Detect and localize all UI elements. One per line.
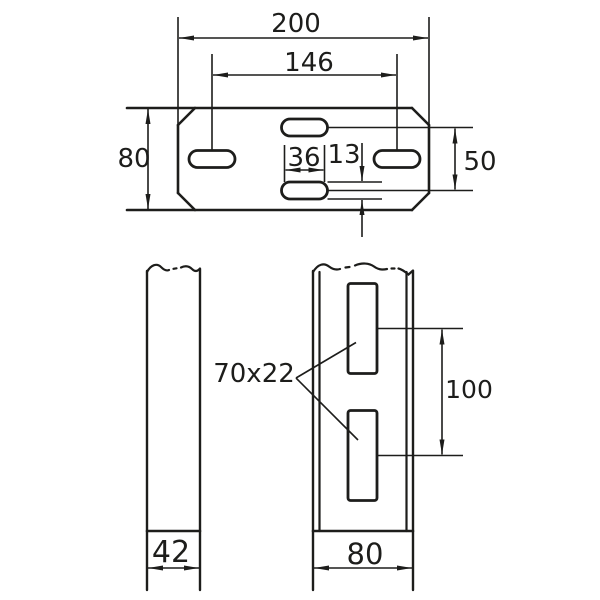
dim-middle-slot-spacing: 50 <box>327 126 497 192</box>
dim-slot-spacing: 100 <box>377 327 493 457</box>
dim-total-width: 200 <box>177 9 430 125</box>
label-slot-size: 70x22 <box>213 341 359 441</box>
side-view-bar: 42 <box>145 263 202 592</box>
dim-outer-slot-spacing: 146 <box>211 48 398 151</box>
dim-bar-depth: 42 <box>148 535 199 571</box>
channel-break-line <box>311 262 415 276</box>
plate-slot-top-middle <box>280 117 329 138</box>
dim-200-label: 200 <box>271 9 321 39</box>
dim-13-label: 13 <box>327 140 360 170</box>
leader-upper-slot <box>295 341 357 379</box>
plate-chamfer-bottom-right <box>410 191 431 212</box>
channel-slot-lower <box>346 409 379 502</box>
plate-slot-bottom-middle <box>280 180 329 201</box>
slot-size-label: 70x22 <box>213 359 295 389</box>
leader-lower-slot <box>295 377 359 441</box>
dim-146-label: 146 <box>284 48 334 78</box>
dim-100-label: 100 <box>445 375 493 404</box>
dim-80b-label: 80 <box>347 537 384 571</box>
plate-slot-right <box>372 149 422 169</box>
channel-slot-upper <box>346 282 379 375</box>
plate-slot-left <box>187 149 237 169</box>
dim-50-label: 50 <box>463 147 496 177</box>
dim-slot-width: 13 <box>327 140 382 237</box>
dim-42-label: 42 <box>152 535 190 570</box>
plate-chamfer-top-left <box>176 106 197 127</box>
dim-channel-width: 80 <box>314 537 412 571</box>
dim-36-label: 36 <box>287 143 320 173</box>
dim-total-height: 80 <box>117 109 151 209</box>
plate-chamfer-bottom-left <box>176 191 197 212</box>
plate-chamfer-top-right <box>410 106 431 127</box>
dim-slot-length: 36 <box>283 143 326 182</box>
dim-80-label: 80 <box>117 144 150 174</box>
front-view-channel: 70x22 100 80 <box>213 262 493 592</box>
bar-break-line <box>145 263 202 274</box>
top-view-plate <box>125 106 431 212</box>
